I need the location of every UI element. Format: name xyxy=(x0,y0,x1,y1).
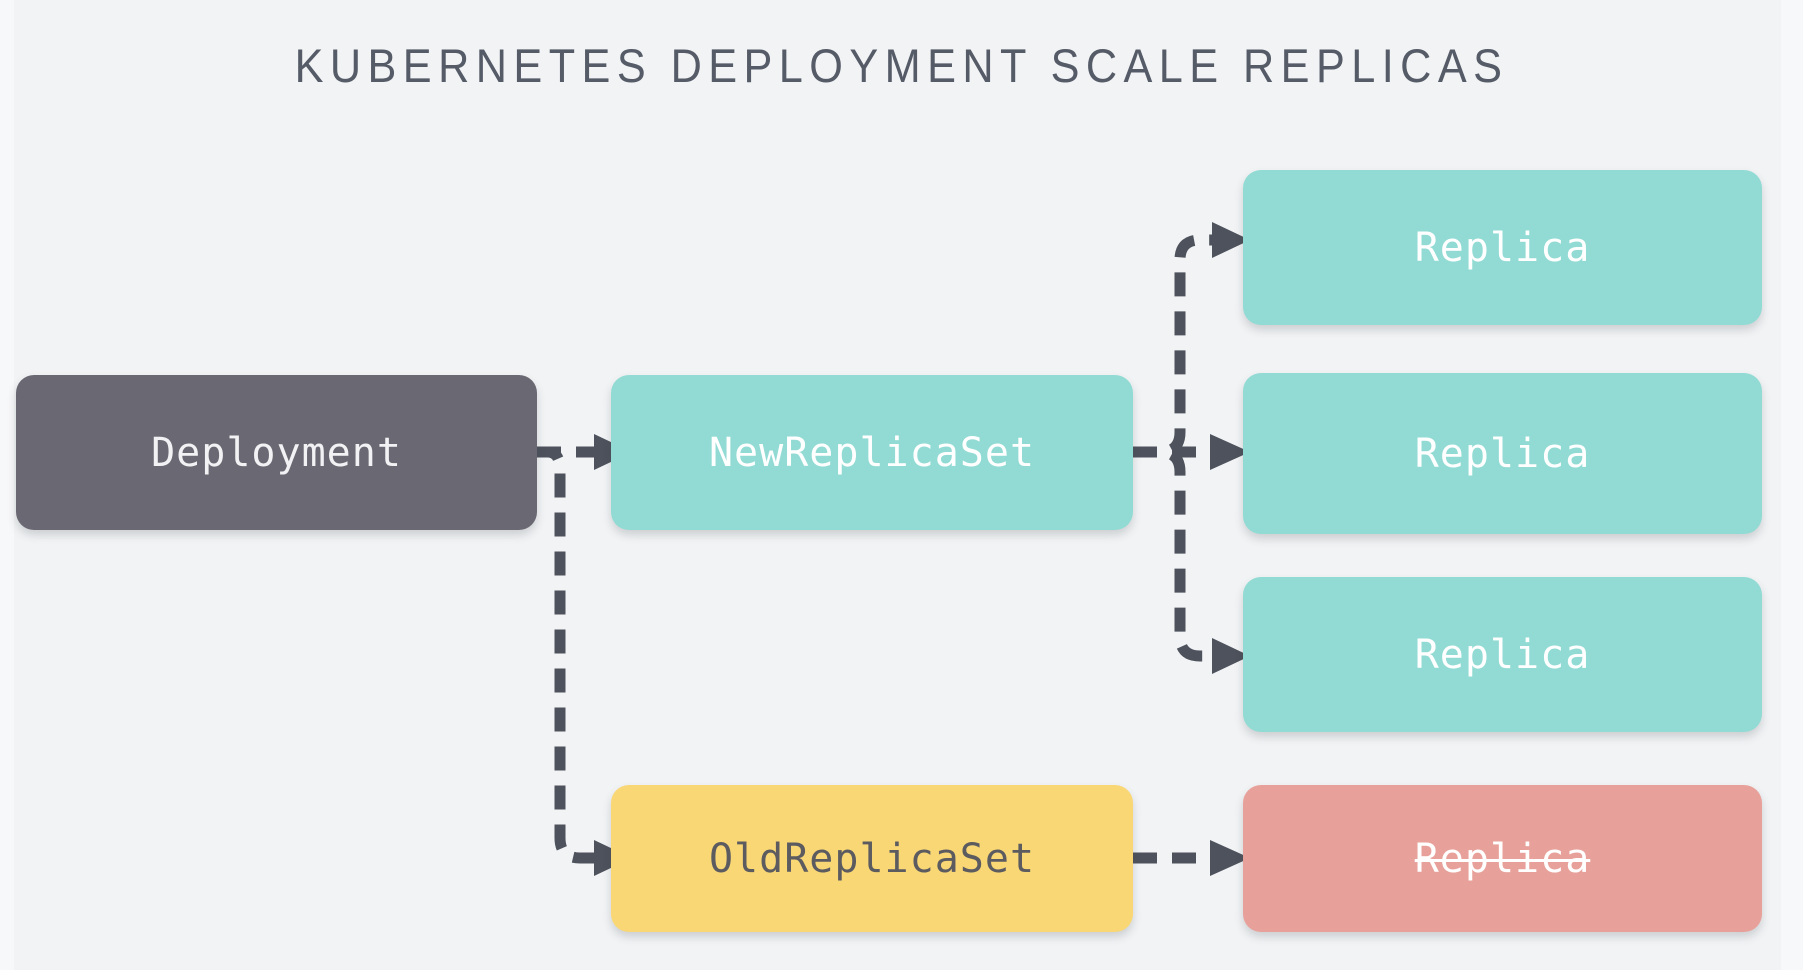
node-replica-2-label: Replica xyxy=(1414,430,1591,477)
node-replica-3-label: Replica xyxy=(1414,631,1591,678)
node-replica-1-label: Replica xyxy=(1414,224,1591,271)
node-replica-1[interactable]: Replica xyxy=(1243,170,1762,325)
node-replica-3[interactable]: Replica xyxy=(1243,577,1762,732)
node-deployment[interactable]: Deployment xyxy=(16,375,537,530)
edge-newreplicaset-to-replica-2 xyxy=(1133,434,1250,470)
edge-newreplicaset-to-replica-3 xyxy=(1133,446,1250,674)
left-edge-band xyxy=(0,0,14,970)
node-new-replicaset-label: NewReplicaSet xyxy=(708,429,1036,476)
node-old-replicaset[interactable]: OldReplicaSet xyxy=(611,785,1133,932)
node-new-replicaset[interactable]: NewReplicaSet xyxy=(611,375,1133,530)
node-old-replicaset-label: OldReplicaSet xyxy=(708,835,1036,882)
edge-oldreplicaset-to-terminated-replica xyxy=(1133,840,1250,876)
right-edge-band xyxy=(1781,0,1803,970)
node-replica-2[interactable]: Replica xyxy=(1243,373,1762,534)
edge-newreplicaset-to-replica-1 xyxy=(1133,222,1250,458)
node-deployment-label: Deployment xyxy=(151,429,402,476)
node-replica-terminated-label: Replica xyxy=(1414,835,1591,882)
diagram-title: KUBERNETES DEPLOYMENT SCALE REPLICAS xyxy=(294,39,1509,92)
node-replica-terminated[interactable]: Replica xyxy=(1243,785,1762,932)
